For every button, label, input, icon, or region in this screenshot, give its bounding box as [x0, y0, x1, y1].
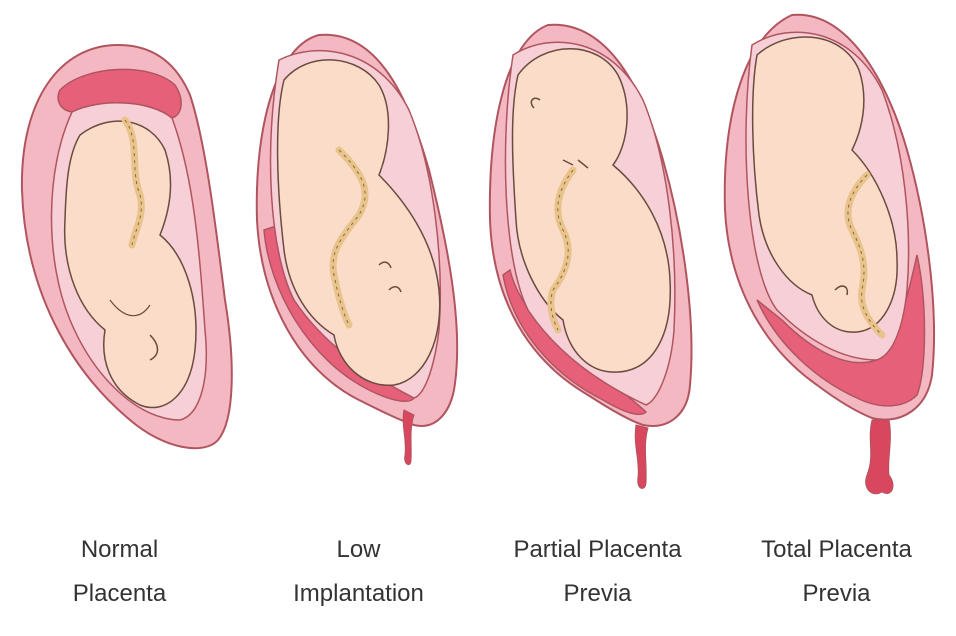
caption-line-1: Total Placenta	[717, 528, 956, 572]
caption-line-1: Normal	[0, 528, 239, 572]
caption-line-2: Implantation	[239, 572, 478, 616]
caption-partial-placenta-previa: Partial Placenta Previa	[478, 528, 717, 616]
caption-line-2: Previa	[478, 572, 717, 616]
partial-placenta-previa-illustration	[478, 0, 717, 520]
caption-line-1: Low	[239, 528, 478, 572]
blood-drip	[635, 425, 648, 488]
panel-normal-placenta: Normal Placenta	[0, 0, 239, 636]
total-placenta-previa-illustration	[717, 0, 956, 520]
normal-placenta-illustration	[0, 0, 239, 520]
caption-total-placenta-previa: Total Placenta Previa	[717, 528, 956, 616]
blood-drip	[866, 420, 893, 494]
blood-drip	[403, 410, 414, 465]
caption-normal-placenta: Normal Placenta	[0, 528, 239, 616]
low-implantation-illustration	[239, 0, 478, 520]
panel-partial-placenta-previa: Partial Placenta Previa	[478, 0, 717, 636]
panel-low-implantation: Low Implantation	[239, 0, 478, 636]
caption-line-2: Previa	[717, 572, 956, 616]
caption-line-1: Partial Placenta	[478, 528, 717, 572]
caption-low-implantation: Low Implantation	[239, 528, 478, 616]
caption-line-2: Placenta	[0, 572, 239, 616]
panel-total-placenta-previa: Total Placenta Previa	[717, 0, 956, 636]
